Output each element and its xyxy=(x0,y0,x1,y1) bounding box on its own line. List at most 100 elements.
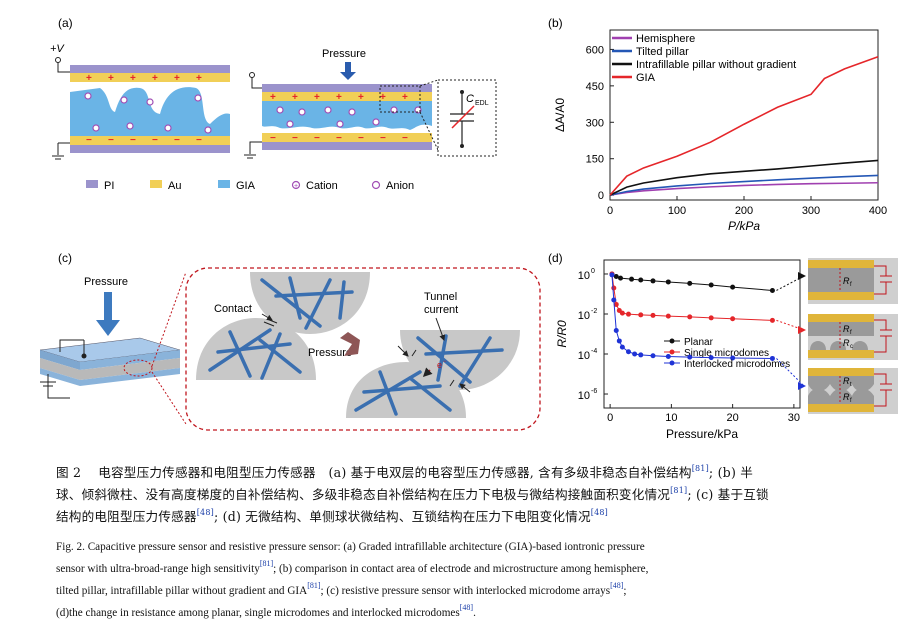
inset1-sub: f xyxy=(850,282,852,288)
data-point-d-2 xyxy=(626,349,631,355)
svg-text:+: + xyxy=(294,183,298,190)
svg-text:−: − xyxy=(196,135,202,146)
x-tick-label-b: 100 xyxy=(668,205,686,217)
data-point-d-0 xyxy=(618,275,624,281)
plot-frame-d xyxy=(603,259,801,409)
legend-dot-d-0 xyxy=(669,338,675,344)
cedl-inset xyxy=(437,79,497,157)
x-axis-label-d: Pressure/kPa xyxy=(666,427,738,441)
caption-en-4b: . xyxy=(473,607,476,619)
y-tick-exp-d: 0 xyxy=(591,268,595,275)
data-point-d-2 xyxy=(638,352,644,358)
inset-arrow-0 xyxy=(798,272,806,280)
ground-left xyxy=(52,142,70,160)
data-point-d-1 xyxy=(708,315,714,321)
caption-en-3c: ; xyxy=(623,585,627,597)
y-tick-exp-d: -2 xyxy=(591,308,597,315)
data-point-d-1 xyxy=(665,313,671,319)
caption-cn-ref1[interactable]: [81] xyxy=(691,464,709,473)
caption-english: Fig. 2. Capacitive pressure sensor and r… xyxy=(56,536,902,624)
caption-en-3b: ; (c) resistive pressure sensor with int… xyxy=(320,585,611,597)
svg-text:−: − xyxy=(358,133,364,144)
y-tick-label-d: 10 xyxy=(578,350,590,362)
inset1-r: R xyxy=(843,276,850,286)
data-point-d-0 xyxy=(708,282,714,288)
svg-text:−: − xyxy=(270,133,276,144)
inset2-sub2: c xyxy=(850,344,853,350)
data-point-d-1 xyxy=(769,317,775,323)
legend-anion: Anion xyxy=(386,180,414,192)
figure-2: (a) +V ++++++ −−−−−− Pressure ++++ xyxy=(39,16,898,441)
data-point-d-1 xyxy=(687,314,693,320)
caption-cn-ref2[interactable]: [81] xyxy=(670,486,688,495)
caption-cn-2b: ; (c) 基于互锁 xyxy=(687,487,769,502)
legend-label-d-1: Single microdomes xyxy=(684,348,769,359)
pressure-label-c: Pressure xyxy=(84,276,128,288)
pressure-arrow-c xyxy=(96,292,120,336)
svg-text:−: − xyxy=(152,135,158,146)
data-point-d-2 xyxy=(632,351,638,357)
lead-top xyxy=(57,60,70,73)
legend-label-b-2: Intrafillable pillar without gradient xyxy=(636,59,796,71)
svg-text:−: − xyxy=(443,359,447,365)
svg-text:−: − xyxy=(380,133,386,144)
inset-link-2 xyxy=(776,358,805,387)
caption-cn-1b: ; (b) 半 xyxy=(708,465,754,480)
data-point-d-0 xyxy=(665,279,671,285)
svg-text:+: + xyxy=(292,92,298,103)
caption-en-4: (d)the change in resistance among planar… xyxy=(56,607,460,619)
data-point-d-1 xyxy=(730,316,736,322)
caption-cn-2: 球、倾斜微柱、没有高度梯度的自补偿结构、多级非稳态自补偿结构在压力下电极与微结构… xyxy=(56,487,671,502)
caption-en-ref3[interactable]: [48] xyxy=(610,581,624,590)
y-tick-label-b: 450 xyxy=(586,81,604,93)
caption-en-ref1[interactable]: [81] xyxy=(259,559,274,568)
data-point-d-2 xyxy=(650,353,656,359)
caption-en-ref2[interactable]: [81] xyxy=(307,581,321,590)
legend-label-b-1: Tilted pillar xyxy=(636,46,689,58)
inset3-r: R xyxy=(843,376,850,386)
pressure-label-c2: Pressure xyxy=(308,347,352,359)
caption-cn-ref4[interactable]: [48] xyxy=(590,508,608,517)
legend-gia: GIA xyxy=(236,180,256,192)
svg-text:−: − xyxy=(130,135,136,146)
y-tick-label-b: 300 xyxy=(586,117,604,129)
inset2-r: R xyxy=(843,324,850,334)
inset3-sub: t xyxy=(850,382,852,388)
legend-label-b-3: GIA xyxy=(636,72,656,84)
svg-text:−: − xyxy=(336,133,342,144)
y-tick-label-b: 150 xyxy=(586,154,604,166)
data-point-d-2 xyxy=(665,354,671,360)
svg-text:+: + xyxy=(380,92,386,103)
data-point-d-2 xyxy=(708,355,714,361)
legend-label-d-0: Planar xyxy=(684,337,714,348)
caption-cn-ref3[interactable]: [48] xyxy=(196,508,214,517)
data-point-d-0 xyxy=(638,277,644,283)
pressure-arrow-a xyxy=(340,62,356,80)
legend-label-d-2: Interlocked microdomes xyxy=(684,359,790,370)
caption-en-ref4[interactable]: [48] xyxy=(459,603,474,612)
data-point-d-0 xyxy=(687,280,693,286)
panel-d-label: (d) xyxy=(548,251,563,265)
data-point-d-1 xyxy=(613,301,619,307)
y-tick-label-b: 0 xyxy=(598,190,604,202)
svg-text:+: + xyxy=(358,92,364,103)
data-point-d-2 xyxy=(769,355,775,361)
svg-text:−: − xyxy=(314,133,320,144)
inset3-r2: R xyxy=(843,392,850,402)
x-tick-label-d: 20 xyxy=(727,412,739,424)
data-point-d-1 xyxy=(650,312,656,318)
svg-text:−: − xyxy=(86,135,92,146)
svg-text:+: + xyxy=(402,92,408,103)
tunnel-label: Tunnel xyxy=(424,291,457,303)
data-point-d-1 xyxy=(619,310,625,316)
panel-a: (a) +V ++++++ −−−−−− Pressure ++++ xyxy=(50,16,497,192)
contact-label: Contact xyxy=(214,303,252,315)
caption-en-2: sensor with ultra-broad-range high sensi… xyxy=(56,563,260,575)
y-tick-exp-d: -4 xyxy=(591,348,597,355)
panel-c: (c) Pressure Contact Pressure xyxy=(39,251,541,431)
data-point-d-0 xyxy=(629,276,635,282)
panel-a-label: (a) xyxy=(58,16,73,30)
inset-arrow-1 xyxy=(798,326,806,334)
data-point-d-0 xyxy=(769,287,775,293)
